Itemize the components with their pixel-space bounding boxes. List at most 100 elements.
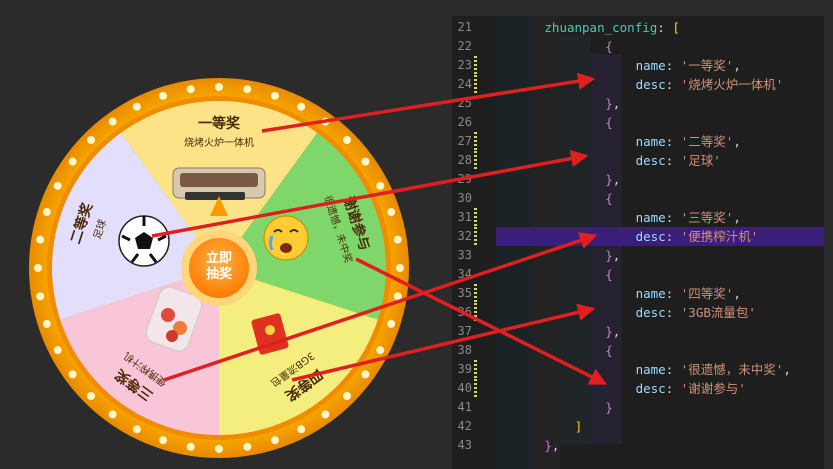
prize-wheel: 一等奖烧烤火炉一体机谢谢参与很遗憾，未中奖四等奖3GB流量包三等奖便携榨汁机二等… bbox=[29, 78, 409, 458]
line-number: 24 bbox=[457, 77, 472, 91]
wheel-bulb bbox=[215, 445, 223, 453]
code-token: : bbox=[665, 134, 681, 149]
crying-emoji-icon bbox=[263, 215, 309, 261]
line-number: 27 bbox=[457, 134, 472, 148]
wheel-bulb bbox=[159, 91, 168, 100]
code-token: name bbox=[635, 362, 666, 377]
wheel-bulb bbox=[243, 85, 252, 94]
code-token: desc bbox=[635, 77, 666, 92]
code-token: { bbox=[605, 191, 613, 206]
wheel-slice-desc: 烧烤火炉一体机 bbox=[184, 136, 254, 149]
code-token: '足球' bbox=[680, 153, 721, 168]
line-number: 35 bbox=[457, 286, 472, 300]
wheel-bulb bbox=[159, 436, 168, 445]
code-line[interactable]: { bbox=[605, 37, 613, 56]
code-token: '一等奖' bbox=[680, 58, 734, 73]
code-token: { bbox=[605, 267, 613, 282]
code-token: zhuanpan_config bbox=[544, 20, 658, 35]
code-token: , bbox=[733, 210, 741, 225]
code-token: , bbox=[612, 172, 621, 187]
wheel-bulb bbox=[42, 208, 51, 217]
line-number: 22 bbox=[457, 39, 472, 53]
wheel-bulb bbox=[270, 91, 279, 100]
code-line[interactable]: }, bbox=[605, 322, 620, 341]
code-line[interactable]: desc: '便携榨汁机' bbox=[636, 227, 759, 246]
code-token: '四等奖' bbox=[680, 286, 734, 301]
code-line[interactable]: name: '一等奖', bbox=[636, 56, 741, 75]
code-line[interactable]: { bbox=[605, 113, 613, 132]
line-number: 32 bbox=[457, 229, 472, 243]
line-number: 29 bbox=[457, 172, 472, 186]
wheel-bulb bbox=[396, 264, 404, 272]
code-token: '谢谢参与' bbox=[680, 381, 746, 396]
code-token: , bbox=[733, 286, 741, 301]
wheel-bulb bbox=[387, 208, 396, 217]
code-token: : bbox=[665, 381, 681, 396]
line-number: 21 bbox=[457, 20, 472, 34]
code-line[interactable]: name: '四等奖', bbox=[636, 284, 741, 303]
code-token: , bbox=[733, 58, 741, 73]
wheel-bulb bbox=[53, 181, 62, 190]
wheel-bulb bbox=[53, 346, 62, 355]
grill-icon bbox=[172, 167, 266, 200]
wheel-bulb bbox=[108, 117, 117, 126]
code-line[interactable]: desc: '烧烤火炉一体机' bbox=[636, 75, 784, 94]
wheel-bulb bbox=[243, 442, 252, 451]
code-line[interactable]: zhuanpan_config: [ bbox=[544, 18, 679, 37]
wheel-bulb bbox=[376, 181, 385, 190]
wheel-bulb bbox=[186, 85, 195, 94]
code-token: desc bbox=[635, 229, 666, 244]
code-line[interactable]: }, bbox=[605, 94, 620, 113]
code-line[interactable]: name: '三等奖', bbox=[636, 208, 741, 227]
code-line[interactable]: } bbox=[605, 398, 613, 417]
wheel-bulb bbox=[36, 292, 45, 301]
wheel-bulb bbox=[42, 319, 51, 328]
code-token: : bbox=[665, 77, 681, 92]
wheel-bulb bbox=[87, 136, 96, 145]
modified-line-marker bbox=[474, 132, 477, 151]
wheel-bulb bbox=[215, 83, 223, 91]
code-token: name bbox=[635, 210, 666, 225]
line-number: 37 bbox=[457, 324, 472, 338]
code-token: desc bbox=[635, 305, 666, 320]
code-line[interactable]: }, bbox=[544, 436, 559, 455]
modified-line-marker bbox=[474, 75, 477, 94]
code-line[interactable]: { bbox=[605, 341, 613, 360]
soccer-ball-icon bbox=[118, 215, 170, 267]
code-token: : bbox=[657, 20, 673, 35]
code-token: , bbox=[612, 324, 621, 339]
code-token: desc bbox=[635, 153, 666, 168]
wheel-bulb bbox=[34, 264, 42, 272]
wheel-bulb bbox=[186, 442, 195, 451]
line-number: 39 bbox=[457, 362, 472, 376]
code-token: ] bbox=[574, 419, 583, 434]
code-line[interactable]: desc: '足球' bbox=[636, 151, 721, 170]
code-token: , bbox=[551, 438, 560, 453]
wheel-bulb bbox=[36, 235, 45, 244]
code-line[interactable]: { bbox=[605, 189, 613, 208]
modified-line-marker bbox=[474, 151, 477, 170]
code-line[interactable]: desc: '谢谢参与' bbox=[636, 379, 746, 398]
code-line[interactable]: }, bbox=[605, 246, 620, 265]
line-number: 34 bbox=[457, 267, 472, 281]
code-token: name bbox=[635, 58, 666, 73]
code-line[interactable]: name: '很遗憾，未中奖', bbox=[636, 360, 791, 379]
code-token: '三等奖' bbox=[680, 210, 734, 225]
code-token: , bbox=[783, 362, 791, 377]
code-token: , bbox=[612, 96, 621, 111]
code-token: , bbox=[612, 248, 621, 263]
code-line[interactable]: desc: '3GB流量包' bbox=[636, 303, 756, 322]
wheel-bulb bbox=[393, 235, 402, 244]
line-number: 33 bbox=[457, 248, 472, 262]
wheel-bulb bbox=[376, 346, 385, 355]
code-token: } bbox=[605, 324, 613, 339]
code-line[interactable]: { bbox=[605, 265, 613, 284]
center-button-label-2: 抽奖 bbox=[206, 266, 233, 282]
line-number: 42 bbox=[457, 419, 472, 433]
code-token: , bbox=[733, 134, 741, 149]
code-line[interactable]: ] bbox=[575, 417, 583, 436]
code-line[interactable]: }, bbox=[605, 170, 620, 189]
code-line[interactable]: name: '二等奖', bbox=[636, 132, 741, 151]
code-token: [ bbox=[672, 20, 680, 35]
